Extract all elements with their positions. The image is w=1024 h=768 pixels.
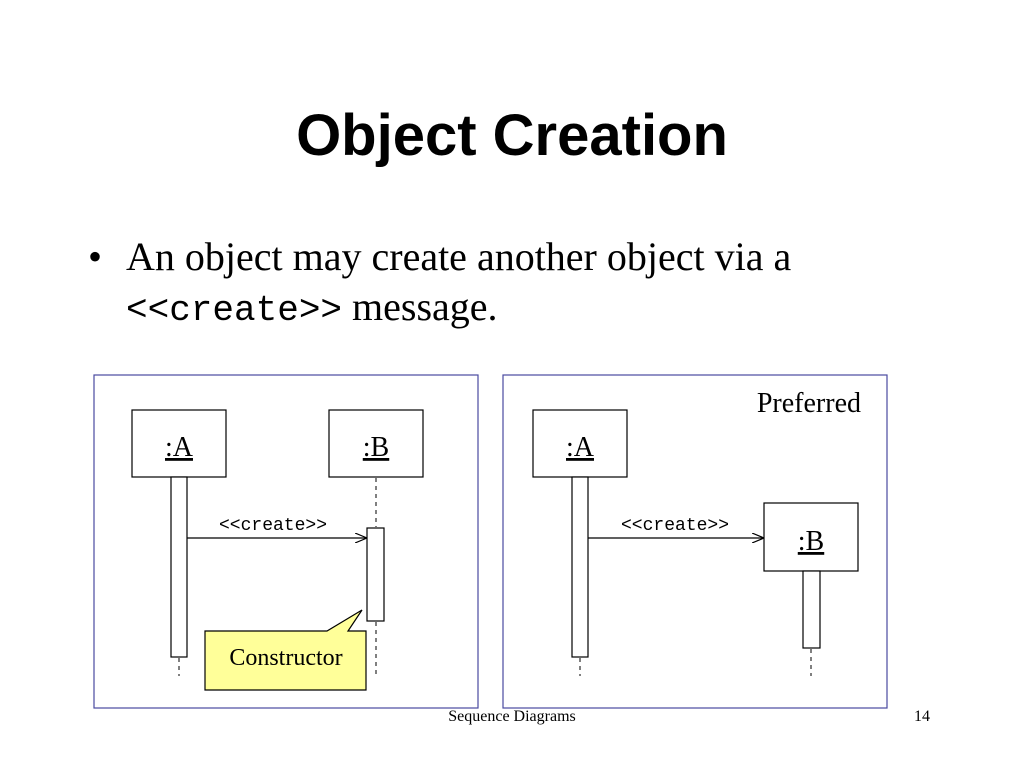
constructor-callout-label: Constructor xyxy=(229,645,342,671)
left-b-activation xyxy=(366,527,385,622)
right-create-message-label: <<create>> xyxy=(621,516,729,536)
right-object-b-label: :B xyxy=(798,526,824,557)
left-object-a-label: :A xyxy=(165,432,194,463)
right-b-activation xyxy=(802,570,821,649)
page-number: 14 xyxy=(914,708,930,725)
left-object-b-label: :B xyxy=(363,432,389,463)
bullet-line1: An object may create another object via … xyxy=(126,234,792,279)
right-frame xyxy=(502,374,888,709)
left-frame xyxy=(93,374,479,709)
bullet-text: An object may create another object via … xyxy=(126,232,966,336)
preferred-label: Preferred xyxy=(757,388,861,419)
left-create-message-label: <<create>> xyxy=(219,516,327,536)
right-object-a-label: :A xyxy=(566,432,595,463)
left-object-b-box xyxy=(328,409,424,478)
right-diagram: Preferred :A <<create>> :B xyxy=(502,374,888,709)
bullet-dot: • xyxy=(88,234,103,279)
bullet-line2-tail: message. xyxy=(342,284,498,329)
footer-title: Sequence Diagrams xyxy=(448,708,576,725)
right-a-activation xyxy=(571,476,589,658)
slide-title: Object Creation xyxy=(296,103,728,168)
bullet-code: <<create>> xyxy=(126,290,343,331)
left-a-activation xyxy=(170,476,188,658)
right-object-b-box xyxy=(763,502,859,572)
left-object-a-box xyxy=(131,409,227,478)
constructor-callout xyxy=(204,609,367,691)
right-object-a-box xyxy=(532,409,628,478)
left-diagram: :A :B <<create>> Constructor xyxy=(93,374,479,709)
